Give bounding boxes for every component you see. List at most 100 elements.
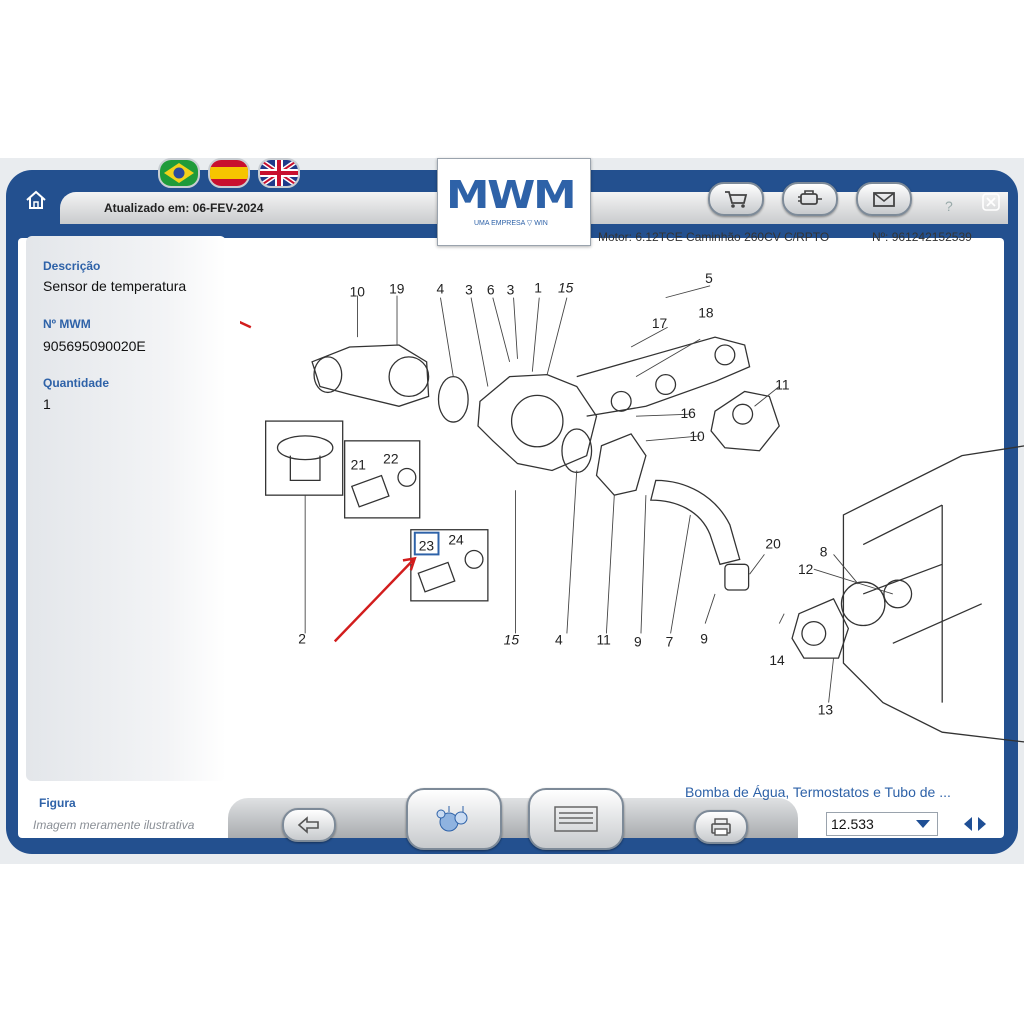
elbow-fitting: [710, 390, 780, 452]
prev-figure-button[interactable]: [962, 816, 974, 837]
details-pane: [26, 236, 226, 781]
callout-15[interactable]: 15: [558, 280, 574, 296]
quantity-value: 1: [43, 396, 51, 412]
callout-5[interactable]: 5: [705, 270, 713, 286]
callout-11[interactable]: 11: [775, 376, 789, 392]
serial-number: Nº: 961242152539: [872, 230, 972, 244]
callout-3[interactable]: 3: [465, 282, 473, 298]
help-button[interactable]: ?: [945, 198, 953, 214]
mwm-logo: MWM UMA EMPRESA ▽ WIN: [437, 158, 591, 246]
callout-18[interactable]: 18: [698, 304, 714, 320]
thermostat-body: [289, 455, 321, 481]
next-figure-button[interactable]: [976, 816, 988, 837]
red-arrow-description: [240, 320, 252, 329]
motor-info: Motor: 6.12TCE Caminhão 260CV C/RPTO: [598, 230, 830, 244]
callout-9b[interactable]: 9: [700, 630, 708, 646]
figure-label: Figura: [39, 796, 76, 810]
housing-port: [388, 356, 430, 398]
water-pump: [791, 598, 850, 659]
engine-button[interactable]: [782, 182, 838, 216]
callout-labels: 10 19 4 3 6 3 1 15 5 17 18 11 16 10 21 2…: [298, 270, 833, 718]
callout-13[interactable]: 13: [818, 701, 834, 717]
header-bar-left: [60, 192, 440, 224]
callout-23[interactable]: 23: [419, 537, 435, 553]
back-button[interactable]: [282, 808, 336, 842]
arrow-right-icon: [978, 817, 986, 831]
envelope-icon: [873, 192, 895, 207]
washer-22: [397, 467, 417, 487]
callout-22[interactable]: 22: [383, 451, 398, 467]
engine-icon: [798, 190, 822, 205]
email-button[interactable]: [856, 182, 912, 216]
list-view-button[interactable]: [528, 788, 624, 850]
quantity-label: Quantidade: [43, 376, 110, 390]
part-number-label: Nº MWM: [43, 317, 91, 331]
callout-19[interactable]: 19: [389, 281, 405, 297]
callout-20[interactable]: 20: [765, 535, 781, 551]
callout-14[interactable]: 14: [769, 652, 785, 668]
callout-3b[interactable]: 3: [507, 282, 515, 298]
logo-subtext: UMA EMPRESA ▽ WIN: [474, 220, 548, 227]
callout-4[interactable]: 4: [437, 281, 445, 297]
callout-16[interactable]: 16: [680, 405, 696, 421]
callout-1[interactable]: 1: [534, 280, 542, 296]
o-ring-4: [437, 376, 469, 423]
engine-block-ribs: [862, 504, 982, 703]
manifold-port: [714, 344, 736, 366]
callout-7[interactable]: 7: [666, 633, 674, 649]
printer-icon: [711, 818, 731, 836]
callout-12[interactable]: 12: [798, 561, 813, 577]
callout-24[interactable]: 24: [448, 532, 464, 548]
callout-10[interactable]: 10: [350, 284, 366, 300]
thermostat-housing: [311, 344, 430, 407]
callout-10b[interactable]: 10: [689, 428, 705, 444]
callout-11b[interactable]: 11: [597, 631, 611, 647]
o-ring-4b: [561, 428, 593, 474]
hose-clamp: [724, 563, 750, 591]
callout-23-highlight[interactable]: [413, 531, 440, 556]
callout-8[interactable]: 8: [820, 543, 828, 559]
callout-9[interactable]: 9: [634, 633, 642, 649]
o-ring-8: [883, 579, 913, 609]
callout-4b[interactable]: 4: [555, 631, 563, 647]
parts-diagram-icon: [436, 806, 468, 832]
updated-date: Atualizado em: 06-FEV-2024: [104, 201, 264, 215]
home-icon: [26, 190, 46, 209]
flag-uk-button[interactable]: [258, 158, 300, 188]
cart-icon: [725, 191, 748, 208]
figure-select[interactable]: 12.533: [826, 812, 938, 836]
leader-lines: [304, 285, 893, 703]
manifold-tube: [576, 336, 751, 417]
flag-spain-button[interactable]: [208, 158, 250, 188]
callout-2[interactable]: 2: [298, 630, 306, 646]
flange-fitting: [595, 433, 647, 496]
manifold-port-3: [610, 390, 632, 412]
spain-flag-icon: [210, 160, 248, 186]
callout-21[interactable]: 21: [351, 456, 366, 472]
thermostat-box: [265, 420, 344, 496]
flag-brazil-button[interactable]: [158, 158, 200, 188]
diagram-view-button[interactable]: [406, 788, 502, 850]
callout-6[interactable]: 6: [487, 282, 495, 298]
pump-impeller: [801, 620, 827, 646]
red-arrow-sensor: [333, 558, 415, 643]
callout-15b[interactable]: 15: [504, 631, 520, 647]
washer-24: [464, 549, 484, 569]
print-button[interactable]: [694, 810, 748, 844]
list-icon: [554, 806, 598, 832]
callout-17[interactable]: 17: [652, 315, 667, 331]
housing-center-port: [510, 394, 564, 448]
close-button[interactable]: [981, 192, 1001, 217]
home-button[interactable]: [24, 188, 48, 217]
thermostat-disc: [276, 435, 334, 461]
engine-block: [842, 445, 1024, 743]
exploded-parts-diagram: 10 19 4 3 6 3 1 15 5 17 18 11 16 10 21 2…: [240, 270, 1024, 743]
brazil-flag-icon: [160, 160, 198, 186]
figure-select-value: 12.533: [831, 816, 874, 832]
logo-text: MWM: [446, 173, 577, 217]
cart-button[interactable]: [708, 182, 764, 216]
part-number-value: 905695090020E: [43, 338, 146, 354]
elbow-port: [732, 403, 754, 425]
manifold-port-2: [655, 374, 677, 396]
sensor-box-21: [344, 440, 421, 519]
